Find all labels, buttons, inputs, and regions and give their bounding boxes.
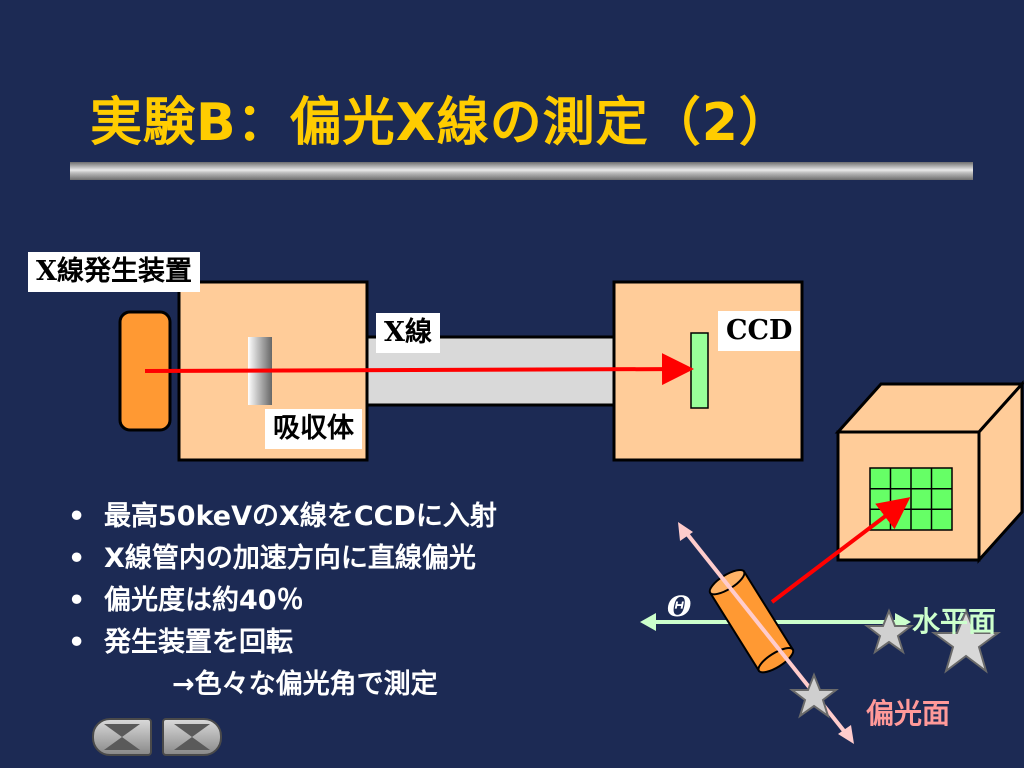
star-icon	[789, 672, 839, 719]
polarization-arrow-top	[678, 522, 693, 541]
polarization-plane-label: 偏光面	[866, 697, 951, 730]
generator-label: X線発生装置	[28, 252, 200, 292]
bullet-list: • 最高50keVのX線をCCDに入射 • X線管内の加速方向に直線偏光 • 偏光度は…	[68, 496, 497, 706]
list-item: • 発生装置を回転	[68, 622, 497, 664]
page-title: 実験B：偏光X線の測定（2）	[90, 93, 792, 153]
bullet-marker: •	[68, 627, 86, 658]
horizontal-arrow-left	[640, 613, 656, 631]
title-divider	[70, 162, 973, 180]
bullet-marker: •	[68, 543, 86, 574]
star-icon	[930, 608, 1002, 674]
bullet-text: X線管内の加速方向に直線偏光	[104, 543, 476, 574]
star-icon	[864, 608, 914, 655]
bullet-marker: •	[68, 501, 86, 532]
ccd-label: CCD	[718, 311, 801, 351]
list-item: • 最高50keVのX線をCCDに入射	[68, 496, 497, 538]
prev-slide-button[interactable]	[92, 718, 152, 756]
xray-beam-arrow	[144, 353, 694, 386]
polarized-beam-arrow	[770, 497, 911, 604]
prev-slide-icon	[104, 724, 140, 750]
list-item: →色々な偏光角で測定	[68, 664, 497, 706]
bullet-text: →色々な偏光角で測定	[172, 669, 438, 700]
ccd-detector	[690, 332, 709, 409]
xray-label: X線	[376, 313, 440, 353]
next-slide-button[interactable]	[162, 718, 222, 756]
list-item: • X線管内の加速方向に直線偏光	[68, 538, 497, 580]
next-slide-icon	[174, 724, 210, 750]
bullet-text: 最高50keVのX線をCCDに入射	[104, 501, 497, 532]
bullet-text: 偏光度は約40％	[104, 585, 304, 616]
absorber-label: 吸収体	[265, 409, 362, 449]
horizontal-plane-label: 水平面	[912, 605, 997, 638]
polarization-arrow-bottom	[838, 725, 854, 744]
theta-label: Θ	[667, 590, 692, 623]
bullet-marker: •	[68, 585, 86, 616]
list-item: • 偏光度は約40％	[68, 580, 497, 622]
bullet-text: 発生装置を回転	[104, 627, 293, 658]
